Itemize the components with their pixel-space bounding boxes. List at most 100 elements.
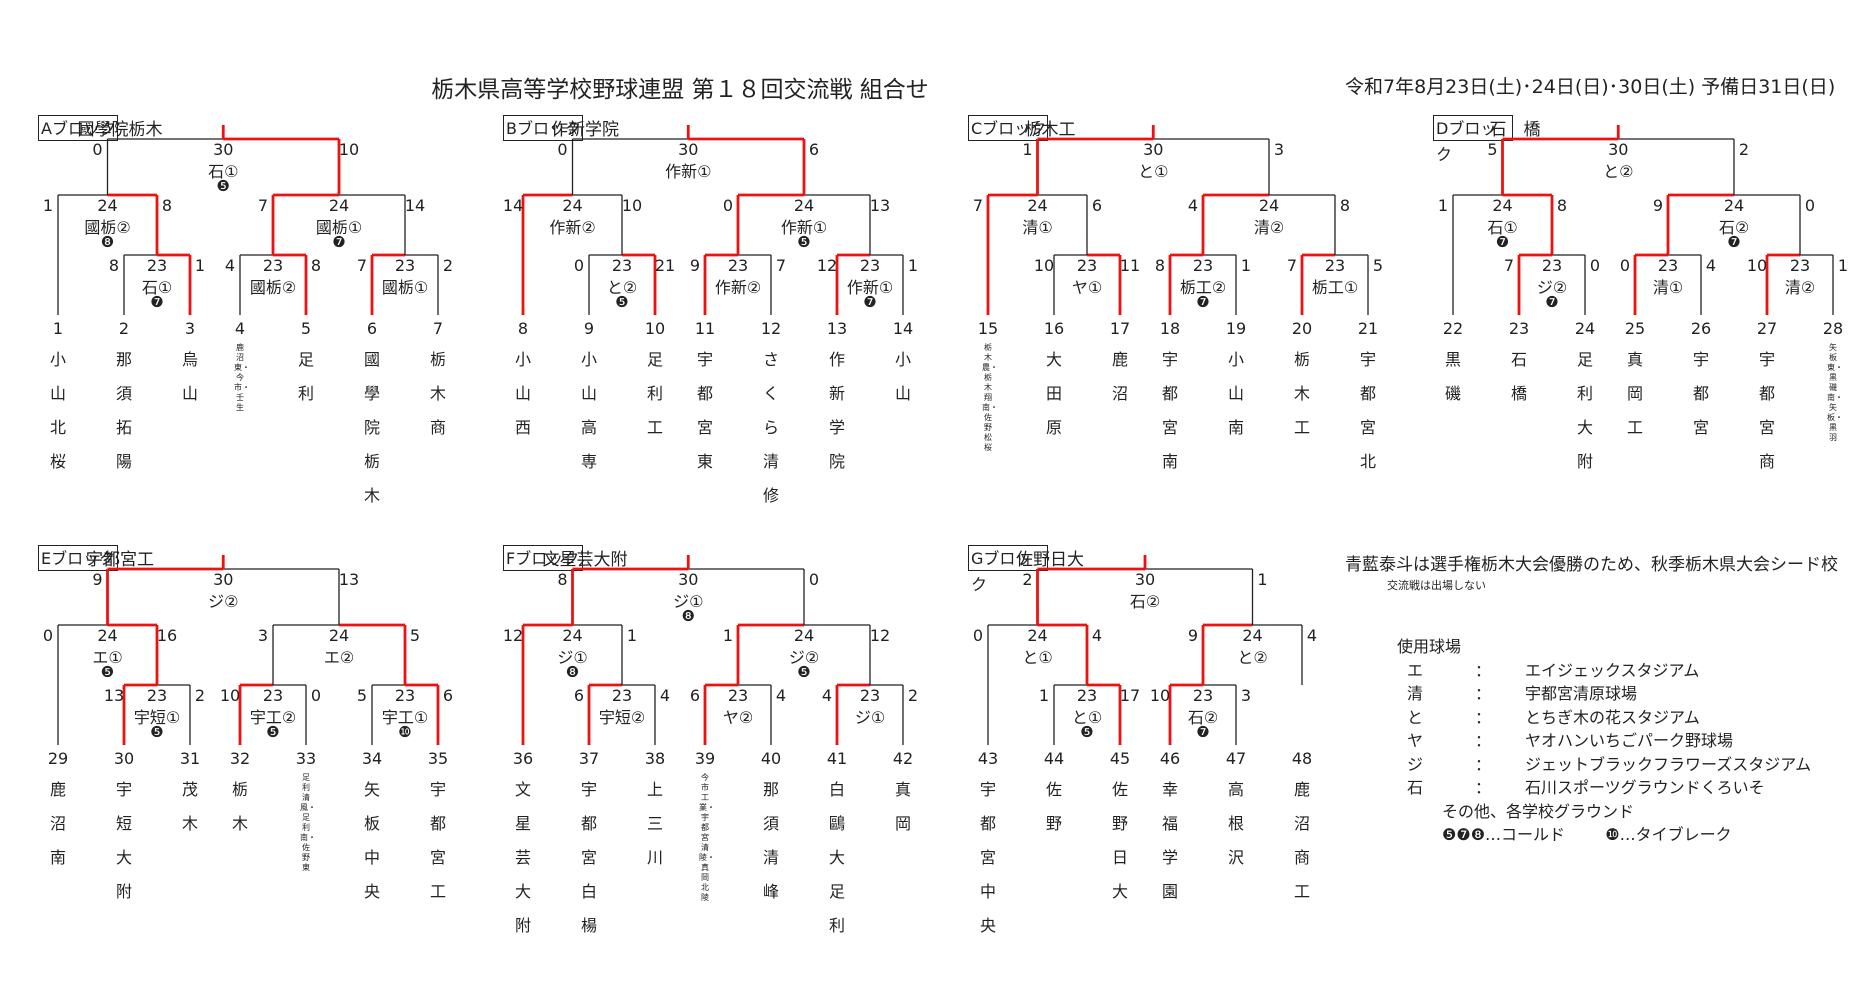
page-title: 栃木県高等学校野球連盟 第１８回交流戦 組合せ	[431, 77, 929, 103]
team-number: 23	[1508, 319, 1530, 338]
team-name: 足利	[297, 350, 314, 403]
score-right: 4	[659, 686, 671, 705]
team-name: 作新学院	[828, 350, 845, 471]
score-left: 1	[1038, 686, 1050, 705]
score-left: 10	[1033, 256, 1055, 275]
block-label: Dブロック	[1433, 115, 1513, 164]
legend-abbr: 石	[1407, 778, 1424, 797]
match-date: 23	[394, 686, 416, 705]
team-name: 鹿沼南	[49, 780, 66, 867]
score-right: 8	[310, 256, 322, 275]
legend-name: 石川スポーツグラウンドくろいそ	[1525, 778, 1765, 797]
block-champion: 國學院栃木	[77, 120, 163, 140]
team-name: 高根沢	[1227, 780, 1244, 867]
match-venue: と②	[1237, 648, 1268, 667]
team-number: 1	[52, 319, 64, 338]
legend-sep: ：	[1475, 707, 1492, 727]
legend-heading: 使用球場	[1397, 637, 1462, 656]
score-left: 7	[972, 196, 984, 215]
match-date: 24	[793, 196, 815, 215]
score-left: 10	[1746, 256, 1768, 275]
match-venue: 國栃②	[249, 278, 297, 297]
match-date: 23	[1541, 256, 1563, 275]
legend-row: 清：宇都宮清原球場	[1397, 682, 1811, 706]
result-mark: ❼	[1545, 293, 1559, 311]
team-name: 宇都宮北	[1359, 350, 1376, 471]
score-left: 10	[1149, 686, 1171, 705]
block-champion: 作新学院	[551, 120, 619, 140]
bracket-lines	[57, 125, 439, 315]
score-right: 13	[338, 570, 360, 589]
result-mark: ❽	[100, 233, 115, 251]
score-left: 5	[356, 686, 368, 705]
legend-name: とちぎ木の花スタジアム	[1525, 707, 1700, 727]
score-left: 1	[1022, 140, 1033, 159]
team-number: 3	[184, 319, 196, 338]
score-right: 2	[907, 686, 919, 705]
score-left: 8	[1154, 256, 1166, 275]
score-left: 13	[103, 686, 125, 705]
match-venue: 清①	[1652, 278, 1684, 297]
score-right: 1	[626, 626, 638, 645]
result-mark: ❺	[615, 293, 629, 311]
team-number: 44	[1043, 749, 1065, 768]
team-name: 鹿沼商工	[1293, 780, 1310, 901]
block-label: Gブロック	[968, 545, 1048, 594]
score-right: 4	[1705, 256, 1717, 275]
team-number: 12	[760, 319, 782, 338]
score-right: 3	[1273, 140, 1285, 159]
match-venue: 作新①	[780, 218, 828, 237]
block-label: Eブロック	[38, 545, 118, 571]
team-name: 真岡	[894, 780, 911, 833]
match-date: 24	[97, 196, 118, 215]
team-number: 20	[1291, 319, 1313, 338]
match-date: 24	[1258, 196, 1280, 215]
match-date: 23	[727, 256, 749, 275]
match-venue: 石①	[1487, 218, 1518, 237]
match-date: 30	[213, 140, 234, 159]
legend-row: と：とちぎ木の花スタジアム	[1397, 706, 1811, 730]
team-name: 今市工業・宇都宮清陵・真岡北陵	[699, 773, 715, 902]
match-date: 24	[1723, 196, 1745, 215]
team-number: 36	[512, 749, 534, 768]
match-date: 30	[1134, 570, 1156, 589]
score-left: 5	[1487, 140, 1498, 159]
score-right: 6	[1091, 196, 1103, 215]
match-date: 24	[1492, 196, 1513, 215]
match-venue: と①	[1138, 162, 1169, 181]
team-name: 國學院栃木	[363, 350, 380, 505]
score-left: 1	[722, 626, 734, 645]
match-venue: ヤ②	[722, 708, 754, 727]
match-venue: 清②	[1784, 278, 1816, 297]
score-left: 0	[573, 256, 585, 275]
block-label: Cブロック	[968, 115, 1048, 141]
result-mark: ❺	[216, 177, 230, 195]
venue-legend: 使用球場 エ：エイジェックスタジアム清：宇都宮清原球場と：とちぎ木の花スタジアム…	[1397, 635, 1811, 847]
score-right: 2	[194, 686, 206, 705]
bracket-lines	[1452, 125, 1834, 315]
team-name: 宇都宮	[1692, 350, 1709, 437]
team-name: 矢板中央	[363, 780, 380, 901]
match-date: 24	[97, 626, 118, 645]
match-venue: 宇工①	[381, 708, 429, 727]
block-label: Aブロック	[38, 115, 118, 141]
match-date: 23	[1657, 256, 1679, 275]
legend-other: その他、各学校グラウンド	[1442, 801, 1635, 821]
match-date: 30	[678, 570, 699, 589]
legend-sep: ：	[1475, 731, 1492, 750]
match-date: 30	[213, 570, 234, 589]
score-right: 0	[808, 570, 820, 589]
score-right: 5	[409, 626, 421, 645]
score-left: 4	[224, 256, 236, 275]
team-number: 47	[1225, 749, 1247, 768]
team-number: 30	[113, 749, 135, 768]
match-venue: 石①	[208, 162, 239, 181]
score-left: 9	[1187, 626, 1199, 645]
team-name: 鹿沼東・今市・壬生	[234, 343, 250, 412]
result-mark: ❼	[332, 233, 346, 251]
block-label: Bブロック	[503, 115, 583, 141]
match-venue: 清①	[1022, 218, 1053, 237]
